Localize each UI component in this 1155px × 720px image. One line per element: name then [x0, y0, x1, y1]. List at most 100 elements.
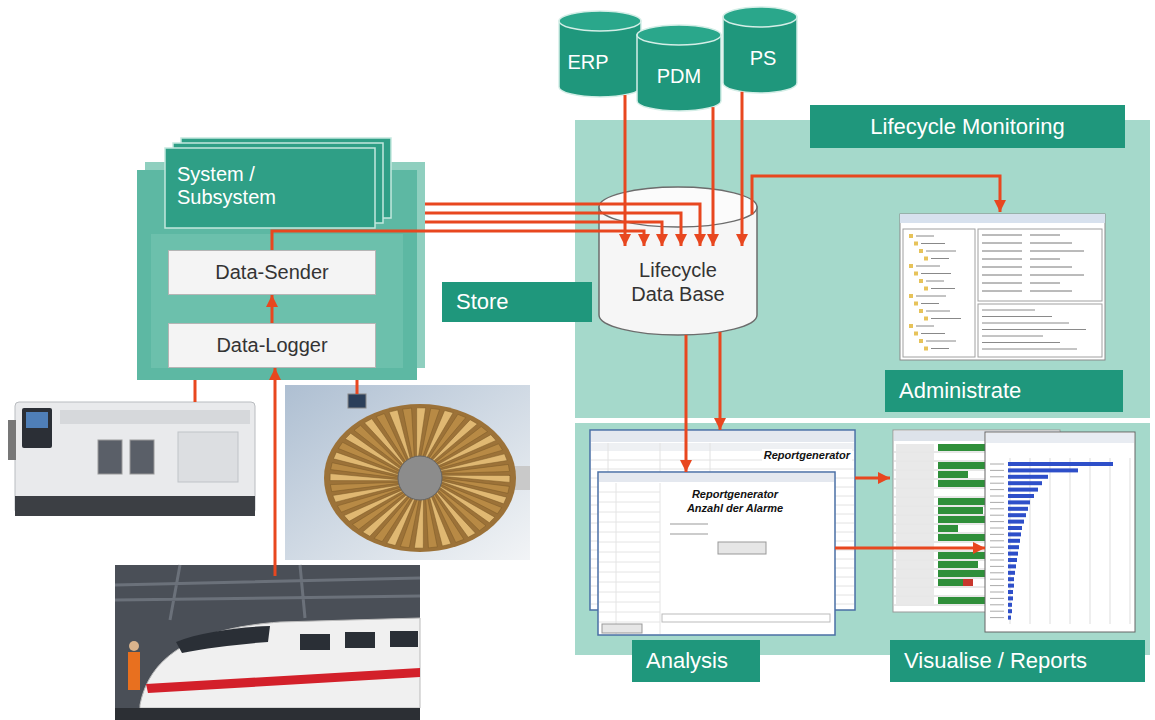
- grid-line: [599, 542, 660, 543]
- turbine-blade: [330, 482, 399, 491]
- chart-bar: [1008, 520, 1024, 524]
- table-cell: [896, 561, 934, 568]
- tree-item: [916, 266, 940, 267]
- grid-line: [599, 612, 660, 613]
- tree-item: [931, 348, 949, 349]
- tree-item: [926, 341, 956, 342]
- turbine-photo: [285, 385, 530, 560]
- table-cell: [896, 462, 934, 469]
- form-field: [670, 524, 708, 525]
- node-text: PDM: [636, 48, 722, 104]
- tree-item: [916, 296, 946, 297]
- chart-bar: [1008, 577, 1014, 581]
- turbine-blade: [441, 464, 510, 473]
- table-cell: [896, 588, 934, 595]
- region-panel: Lifecycle MonitoringLifecycle Data BaseA…: [575, 120, 1150, 418]
- node-text: Store: [442, 282, 592, 322]
- title-bar: [986, 433, 1134, 443]
- form-button: [718, 542, 766, 554]
- cylinder-top: [637, 25, 721, 45]
- tree-item: [931, 288, 955, 289]
- tree-icon: [909, 294, 913, 298]
- tree-icon: [919, 279, 923, 283]
- chart-bar: [1008, 616, 1011, 620]
- axis-label-mark: [990, 489, 1004, 490]
- system-panel: System / SubsystemData-SenderData-Logger: [137, 138, 425, 380]
- toolbar: [599, 473, 834, 482]
- train-photo: [115, 565, 420, 620]
- train-photo: [300, 634, 330, 650]
- form-field: [662, 614, 830, 622]
- tree-icon: [919, 249, 923, 253]
- axis-label-mark: [990, 547, 1004, 548]
- tree-item: [921, 303, 939, 304]
- axis-label-mark: [990, 585, 1004, 586]
- table-cell: [896, 471, 934, 478]
- train-photo: [176, 626, 270, 653]
- grid-line: [599, 572, 660, 573]
- axis-label-mark: [990, 515, 1004, 516]
- cylinder-body: [559, 21, 641, 97]
- tree-icon: [909, 264, 913, 268]
- leader-lines: [356, 380, 359, 394]
- grid-line: [599, 562, 660, 563]
- axis-label-mark: [990, 476, 1004, 477]
- grid-line: [599, 492, 660, 493]
- train-photo: [115, 565, 420, 720]
- log-row: [982, 342, 1060, 343]
- chart-bar: [1008, 468, 1078, 472]
- axis-label-mark: [990, 534, 1004, 535]
- chart-bar: [1008, 462, 1113, 466]
- grid-line: [599, 532, 660, 533]
- turbine-blade: [403, 408, 415, 462]
- database-cylinder: Lifecycle Data Base: [598, 186, 758, 336]
- turbine-blades: [330, 408, 510, 548]
- axis-label-mark: [990, 483, 1004, 484]
- chart-window: [985, 432, 1135, 632]
- header-card: [165, 148, 375, 228]
- flow-arrow: [425, 222, 662, 246]
- flow-arrow: [712, 107, 715, 246]
- log-row: [982, 329, 1086, 330]
- log-row: [982, 310, 1035, 311]
- chart-bar: [1008, 596, 1013, 600]
- grid-line: [599, 592, 660, 593]
- connectors: [272, 92, 1000, 548]
- axis-label-mark: [990, 617, 1004, 618]
- grid-line: [599, 522, 660, 523]
- screen-text: Reportgenerator: [762, 449, 852, 462]
- panel-inner: [151, 234, 403, 368]
- train-photo: [345, 632, 375, 648]
- status-bar: [938, 579, 963, 586]
- detail-row: [982, 235, 1022, 236]
- axis-label-mark: [990, 508, 1004, 509]
- chart-bar: [1008, 590, 1013, 594]
- chart-bar: [1008, 584, 1014, 588]
- tree-item: [931, 258, 949, 259]
- chart-bar: [1008, 564, 1016, 568]
- train-photo: [390, 631, 418, 647]
- tree-item: [926, 311, 950, 312]
- node-text: System / Subsystem: [177, 158, 327, 214]
- log-row: [982, 336, 1043, 337]
- machine-tool-photo: [26, 412, 48, 428]
- turbine-blade: [442, 475, 510, 482]
- chart-bar: [1008, 545, 1019, 549]
- turbine-photo: [348, 394, 366, 408]
- status-bar: [938, 471, 968, 478]
- panel-ground: [575, 120, 1150, 418]
- tree-icon: [909, 234, 913, 238]
- node-text: Data-Logger: [168, 323, 376, 368]
- detail-row: [1030, 283, 1060, 284]
- tree-item: [931, 318, 961, 319]
- table-cell: [896, 534, 934, 541]
- table-cell: [896, 498, 934, 505]
- machine-tool-photo: [130, 440, 154, 474]
- chart-bar: [1008, 507, 1028, 511]
- detail-row: [982, 243, 1022, 244]
- train-photo: [146, 668, 420, 693]
- chart-bar: [1008, 539, 1020, 543]
- axis-label-mark: [990, 470, 1004, 471]
- table-cell: [896, 516, 934, 523]
- axis-label-mark: [990, 502, 1004, 503]
